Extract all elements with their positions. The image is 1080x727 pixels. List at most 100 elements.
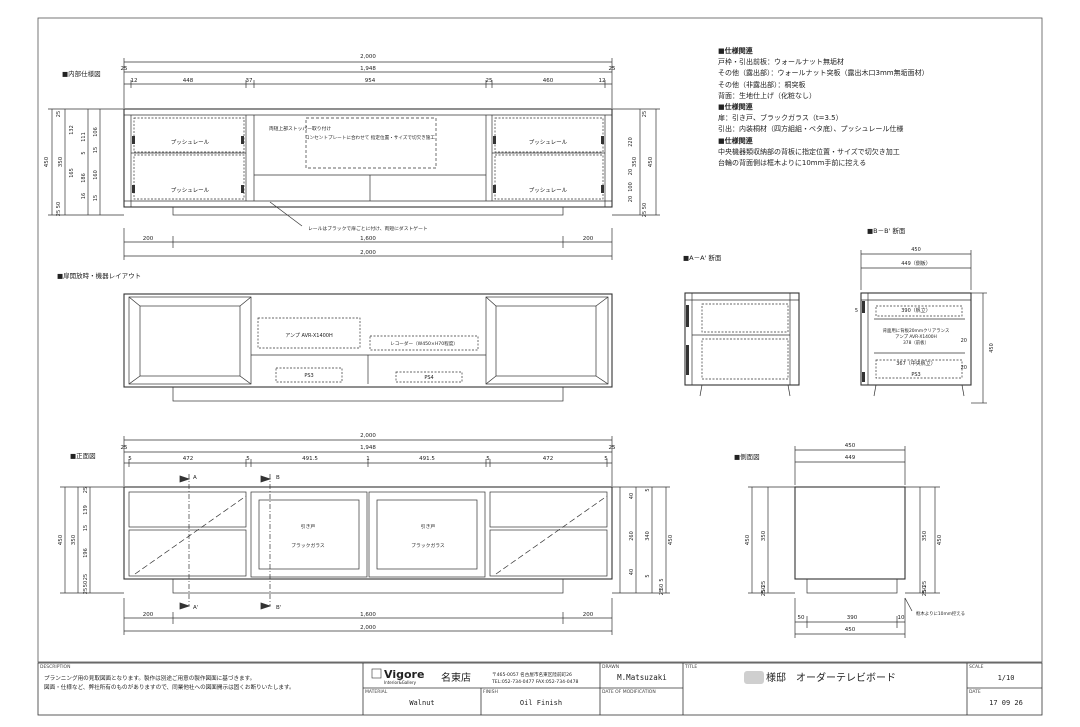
section-mark-a2: A' <box>193 605 198 611</box>
interior-bottom-dim: 1,600 <box>360 236 376 242</box>
interior-right-h: 350 <box>632 156 638 167</box>
label-layout: ■扉開放時・機器レイアウト <box>57 271 141 280</box>
side-back-note: 框木よりに10mm控える <box>916 610 965 617</box>
scale-value: 1/10 <box>998 674 1015 682</box>
section-b-ps3: PS3 <box>911 372 920 378</box>
front-seg: 5 <box>486 456 490 462</box>
label-front: ■正面図 <box>70 452 96 460</box>
section-b-note2: 378（前板） <box>903 339 929 346</box>
note-line: ■仕様関連 <box>718 103 753 112</box>
stopper-note: 両短上部ストッパー取り付け <box>269 125 332 132</box>
section-b-amp: アンプ AVR-X1400H <box>895 334 937 340</box>
outlet-note: コンセントプレートに合わせて 指定位置・サイズで切欠き施工 <box>305 134 435 141</box>
side-h-right: 350 <box>922 530 928 541</box>
drawn-by: M.Matsuzaki <box>617 673 667 682</box>
recorder-label: レコーダー（W450×H70程度） <box>390 340 458 347</box>
front-right-v: 40 <box>629 493 635 499</box>
front-left-v: 25 <box>83 588 89 594</box>
section-b-mid: 367（中央帆立） <box>896 360 936 367</box>
side-inner: 449 <box>845 455 856 461</box>
front-seg: 5 <box>246 456 250 462</box>
glass-label: ブラックガラス <box>291 542 325 549</box>
brand-name: Vigore <box>384 668 424 681</box>
note-line: 中央機器類収納部の背板に指定位置・サイズで切欠き加工 <box>718 147 900 156</box>
interior-right-v: 20 <box>628 169 634 175</box>
front-seg: 491.5 <box>419 456 435 462</box>
label-interior: ■内部仕様図 <box>62 69 101 78</box>
material-value: Walnut <box>409 699 434 707</box>
front-inner-dim: 1,948 <box>360 445 376 451</box>
front-edge-left: 25 <box>121 445 128 451</box>
side-v-left: 25 <box>761 590 767 596</box>
interior-total-h: 450 <box>44 156 50 167</box>
interior-left-v: 25 <box>56 210 62 216</box>
side-v-right: 25 <box>922 581 928 587</box>
spec-notes: ■仕様関連 戸枠・引出前板：ウォールナット無垢材 その他（露出部）：ウォールナッ… <box>718 46 929 169</box>
interior-left-v: 186 <box>81 173 87 183</box>
side-v-left: 25 <box>761 581 767 587</box>
finish-value: Oil Finish <box>520 699 562 707</box>
front-total-h: 450 <box>58 534 64 545</box>
modification-label: DATE OF MODIFICATION <box>602 689 656 695</box>
rail-label: プッシュレール <box>171 139 210 146</box>
section-mark-a: A <box>193 475 197 481</box>
interior-left-v: 16 <box>81 193 87 199</box>
label-section-a: ■A－A' 断面 <box>683 253 722 262</box>
front-bottom-total: 2,000 <box>360 625 376 631</box>
side-bottom-dim: 50 <box>798 615 805 621</box>
section-b-gap: 20 <box>961 365 967 371</box>
shop-name: 名東店 <box>441 671 471 684</box>
section-mark-b2: B' <box>276 605 281 611</box>
front-right-v: 40 <box>629 569 635 575</box>
side-bottom-total: 450 <box>845 627 856 633</box>
description-label: DESCRIPTION <box>40 664 70 670</box>
interior-left-v: 25 <box>56 111 62 117</box>
interior-inner-v: 160 <box>93 170 99 180</box>
note-line: 戸枠・引出前板：ウォールナット無垢材 <box>718 58 844 67</box>
front-right-v: 5 <box>645 574 651 577</box>
interior-right-v: 100 <box>628 182 634 192</box>
scale-label: SCALE <box>969 664 984 670</box>
interior-edge-right: 25 <box>609 66 616 72</box>
side-v-left: 50 <box>761 586 767 592</box>
rail-note: レールはブラックで扉ごとに付け、両短にダストゲート <box>308 225 428 232</box>
front-right-v: 25 <box>659 589 665 595</box>
interior-inner-dim: 1,948 <box>360 66 376 72</box>
rail-label: プッシュレール <box>529 139 568 146</box>
side-view <box>748 446 940 638</box>
side-h-mid: 350 <box>761 530 767 541</box>
title-block <box>37 662 1043 716</box>
brand-sub: Interior&Gallery <box>384 680 417 685</box>
description-line-2: 図面・仕様など、弊社所有のものがありますので、同業他社への図面開示は固くお断りい… <box>44 683 295 691</box>
interior-seg: 954 <box>365 78 376 84</box>
front-seg: 1 <box>366 456 370 462</box>
front-right-v: 50 <box>659 584 665 590</box>
title-label: TITLE <box>684 664 697 670</box>
section-b-shelf: 390（帆立） <box>901 307 931 314</box>
interior-seg: 460 <box>543 78 554 84</box>
side-depth: 450 <box>845 443 856 449</box>
interior-inner-v: 15 <box>93 147 99 153</box>
side-bottom-dim: 390 <box>847 615 858 621</box>
label-side: ■側面図 <box>734 453 760 461</box>
interior-right-total: 450 <box>648 156 654 167</box>
front-mid-h: 350 <box>71 534 77 545</box>
finish-label: FINISH <box>483 689 498 695</box>
front-bottom-dim: 200 <box>143 612 154 618</box>
interior-right-v: 25 <box>642 111 648 117</box>
interior-left-v: 165 <box>69 168 75 178</box>
side-v-right: 50 <box>922 586 928 592</box>
section-b-edge: 5 <box>855 308 858 314</box>
door-label: 引き戸 <box>421 523 436 530</box>
shop-address: 〒465-0057 名古屋市名東区陸前町26 <box>492 671 572 678</box>
interior-left-v: 5 <box>81 151 87 154</box>
front-right-v: 5 <box>659 578 665 581</box>
interior-right-v: 25 <box>642 211 648 217</box>
section-a-view <box>684 292 800 397</box>
amp-label: アンプ AVR-X1400H <box>285 333 333 339</box>
interior-mid-h: 350 <box>58 156 64 167</box>
description-line-1: プランニング用の見取図面となります。製作は別途ご用意の製作図面に基づきます。 <box>44 674 255 682</box>
logo-mark <box>371 668 382 679</box>
front-right-v: 5 <box>645 488 651 491</box>
front-bottom-dim: 1,600 <box>360 612 376 618</box>
